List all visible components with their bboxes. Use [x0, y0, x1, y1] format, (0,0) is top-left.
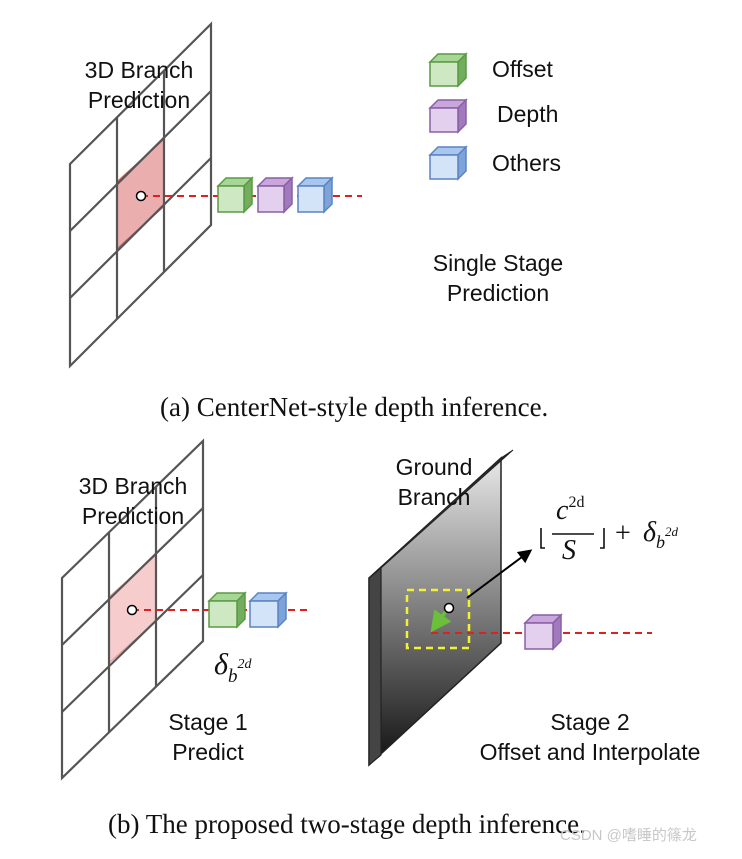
others-cube-a: [296, 176, 334, 214]
branch-title-a-line2: Prediction: [87, 87, 191, 113]
branch-title-b-line1: 3D Branch: [78, 473, 188, 499]
branch-title-a-line1: 3D Branch: [84, 57, 194, 83]
caption-a: (a) CenterNet-style depth inference.: [160, 392, 549, 422]
legend-offset-icon: [428, 52, 468, 88]
others-cube-b: [248, 591, 288, 629]
formula-numerator: c2d: [556, 494, 585, 527]
delta-symbol-stage1: δb2d: [214, 648, 252, 687]
formula-delta: δb2d: [643, 517, 679, 552]
ground-branch-line2: Branch: [397, 484, 471, 510]
floor-brackets: [540, 528, 605, 549]
offset-cube-b: [207, 591, 247, 629]
single-stage-line1: Single Stage: [432, 250, 564, 276]
stage2-line2: Offset and Interpolate: [479, 739, 701, 765]
pointer-arrow: [466, 549, 533, 599]
offset-cube-a: [216, 176, 254, 214]
legend-offset-label: Offset: [492, 56, 553, 82]
stage1-line2: Predict: [172, 739, 244, 765]
legend-depth-icon: [428, 98, 468, 134]
watermark: CSDN @嗜睡的篠龙: [560, 827, 697, 844]
legend-others-label: Others: [492, 150, 562, 176]
sampling-box: [405, 588, 471, 650]
depth-cube-b: [523, 613, 563, 651]
depth-cube-a: [256, 176, 294, 214]
stage2-line1: Stage 2: [550, 709, 630, 735]
green-offset-arrow: [430, 609, 452, 633]
formula-plus: +: [615, 518, 631, 549]
formula-delta-glyph: δ: [643, 517, 657, 548]
caption-b: (b) The proposed two-stage depth inferen…: [108, 809, 586, 839]
formula-delta-sub: b: [656, 532, 666, 552]
legend-others-icon: [428, 145, 468, 181]
numerator-sup: 2d: [568, 494, 585, 511]
legend-depth-label: Depth: [497, 101, 559, 127]
ground-branch-line1: Ground: [395, 454, 473, 480]
branch-title-b-line2: Prediction: [81, 503, 185, 529]
ground-center-point: [443, 602, 455, 614]
formula-delta-sup: 2d: [665, 524, 679, 539]
delta-subscript: b: [227, 666, 238, 687]
center-point-a: [135, 190, 147, 202]
formula-denominator: S: [562, 535, 576, 566]
single-stage-line2: Prediction: [446, 280, 550, 306]
delta-superscript: 2d: [237, 657, 252, 672]
center-point-b: [126, 604, 138, 616]
delta-glyph: δ: [214, 648, 228, 681]
stage1-line1: Stage 1: [168, 709, 248, 735]
numerator-c: c: [556, 495, 569, 526]
